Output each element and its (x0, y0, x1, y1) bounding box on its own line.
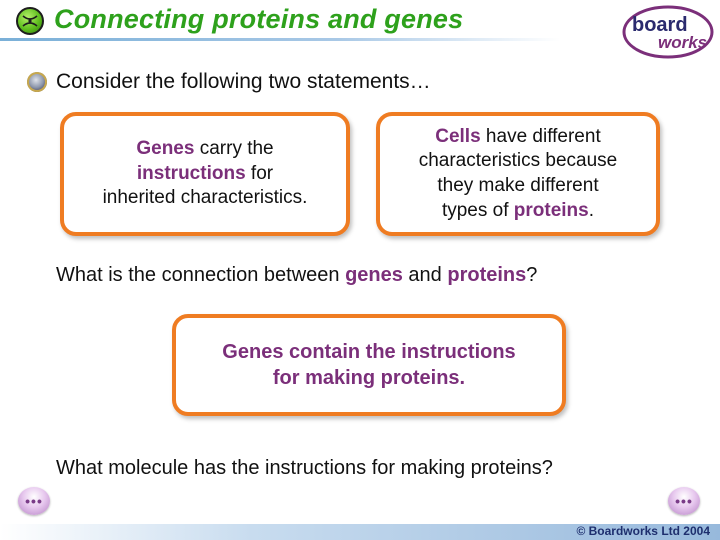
next-button[interactable]: ••• (668, 487, 700, 515)
answer-text: Genes contain the instructions for makin… (222, 341, 516, 389)
statement-box-cells: Cells have different characteristics bec… (376, 112, 660, 236)
statement-genes-text: Genes carry the instructions for inherit… (102, 137, 308, 209)
word-proteins: proteins (513, 199, 589, 221)
logo-text-bottom: works (658, 33, 707, 52)
bullet-icon (27, 72, 47, 92)
boardworks-logo: board works (622, 5, 714, 59)
word-proteins: proteins (447, 264, 527, 286)
dna-icon (22, 15, 38, 27)
statement-box-genes: Genes carry the instructions for inherit… (60, 112, 350, 236)
word-cells: Cells (435, 125, 481, 147)
copyright-text: © Boardworks Ltd 2004 (576, 524, 710, 538)
statement-cells-text: Cells have different characteristics bec… (418, 125, 618, 221)
title-divider (0, 38, 560, 41)
footer-bar (0, 524, 720, 540)
previous-button[interactable]: ••• (18, 487, 50, 515)
section-icon (16, 7, 44, 35)
next-icon: ••• (675, 493, 693, 509)
previous-icon: ••• (25, 493, 43, 509)
intro-text: Consider the following two statements… (56, 70, 431, 93)
word-genes: genes (345, 264, 403, 286)
page-title: Connecting proteins and genes (54, 4, 464, 34)
word-instructions: instructions (136, 162, 246, 184)
answer-box: Genes contain the instructions for makin… (172, 314, 566, 416)
logo-text-top: board (632, 14, 688, 36)
word-genes: Genes (136, 137, 195, 159)
question-molecule: What molecule has the instructions for m… (56, 457, 553, 479)
question-connection: What is the connection between genes and… (56, 264, 538, 286)
